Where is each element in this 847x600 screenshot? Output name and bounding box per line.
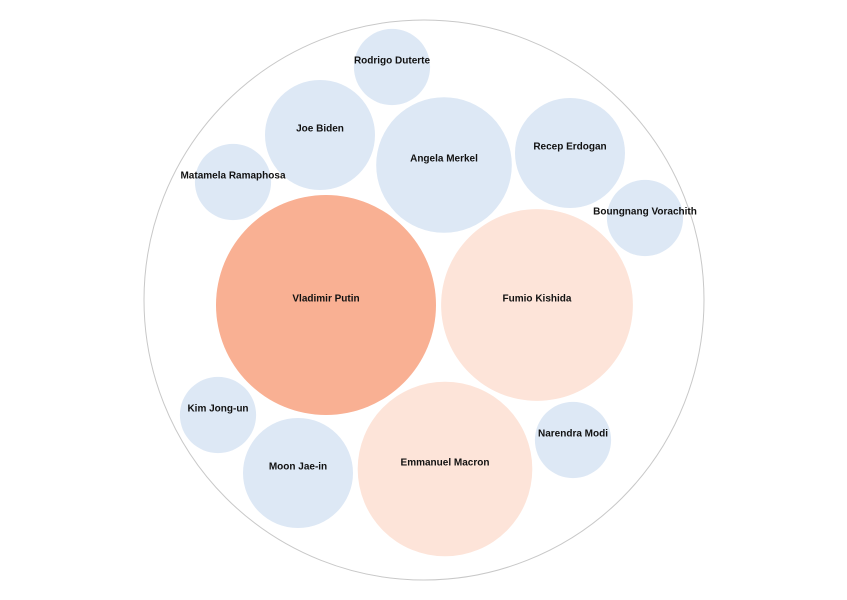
bubble-circle-matamela-ramaphosa[interactable] (194, 143, 272, 221)
bubble-moon-jae-in[interactable]: Moon Jae-in (243, 418, 353, 528)
bubble-circle-angela-merkel[interactable] (376, 97, 512, 233)
bubble-circle-kim-jong-un[interactable] (179, 376, 257, 454)
bubble-label-kim-jong-un: Kim Jong-un (187, 404, 248, 415)
bubble-label-recep-erdogan: Recep Erdogan (533, 142, 606, 153)
bubble-label-vladimir-putin: Vladimir Putin (292, 294, 359, 305)
bubble-rodrigo-duterte[interactable]: Rodrigo Duterte (353, 28, 431, 106)
bubble-label-matamela-ramaphosa: Matamela Ramaphosa (180, 171, 285, 182)
bubble-matamela-ramaphosa[interactable]: Matamela Ramaphosa (180, 143, 286, 221)
bubble-boungnang-vorachith[interactable]: Boungnang Vorachith (593, 179, 697, 257)
bubble-circle-boungnang-vorachith[interactable] (606, 179, 684, 257)
bubble-circle-narendra-modi[interactable] (534, 401, 612, 479)
bubble-narendra-modi[interactable]: Narendra Modi (534, 401, 612, 479)
bubble-recep-erdogan[interactable]: Recep Erdogan (515, 98, 625, 208)
bubble-label-angela-merkel: Angela Merkel (410, 154, 478, 165)
bubble-kim-jong-un[interactable]: Kim Jong-un (179, 376, 257, 454)
bubble-circle-recep-erdogan[interactable] (515, 98, 625, 208)
bubble-label-joe-biden: Joe Biden (296, 124, 344, 135)
bubble-label-moon-jae-in: Moon Jae-in (269, 462, 327, 473)
bubble-circle-rodrigo-duterte[interactable] (353, 28, 431, 106)
bubble-emmanuel-macron[interactable]: Emmanuel Macron (357, 381, 533, 557)
bubble-circle-fumio-kishida[interactable] (441, 209, 633, 401)
bubble-circle-vladimir-putin[interactable] (216, 195, 436, 415)
bubble-label-rodrigo-duterte: Rodrigo Duterte (354, 56, 431, 67)
bubble-circle-joe-biden[interactable] (265, 80, 375, 190)
container-circle (143, 19, 705, 581)
bubble-fumio-kishida[interactable]: Fumio Kishida (441, 209, 633, 401)
bubble-label-emmanuel-macron: Emmanuel Macron (401, 458, 490, 469)
bubble-vladimir-putin[interactable]: Vladimir Putin (216, 195, 436, 415)
bubble-label-boungnang-vorachith: Boungnang Vorachith (593, 207, 697, 218)
bubble-joe-biden[interactable]: Joe Biden (265, 80, 375, 190)
bubble-circle-emmanuel-macron[interactable] (357, 381, 533, 557)
bubble-angela-merkel[interactable]: Angela Merkel (376, 97, 512, 233)
bubble-circle-moon-jae-in[interactable] (243, 418, 353, 528)
bubble-label-fumio-kishida: Fumio Kishida (503, 294, 572, 305)
bubble-label-narendra-modi: Narendra Modi (538, 429, 608, 440)
